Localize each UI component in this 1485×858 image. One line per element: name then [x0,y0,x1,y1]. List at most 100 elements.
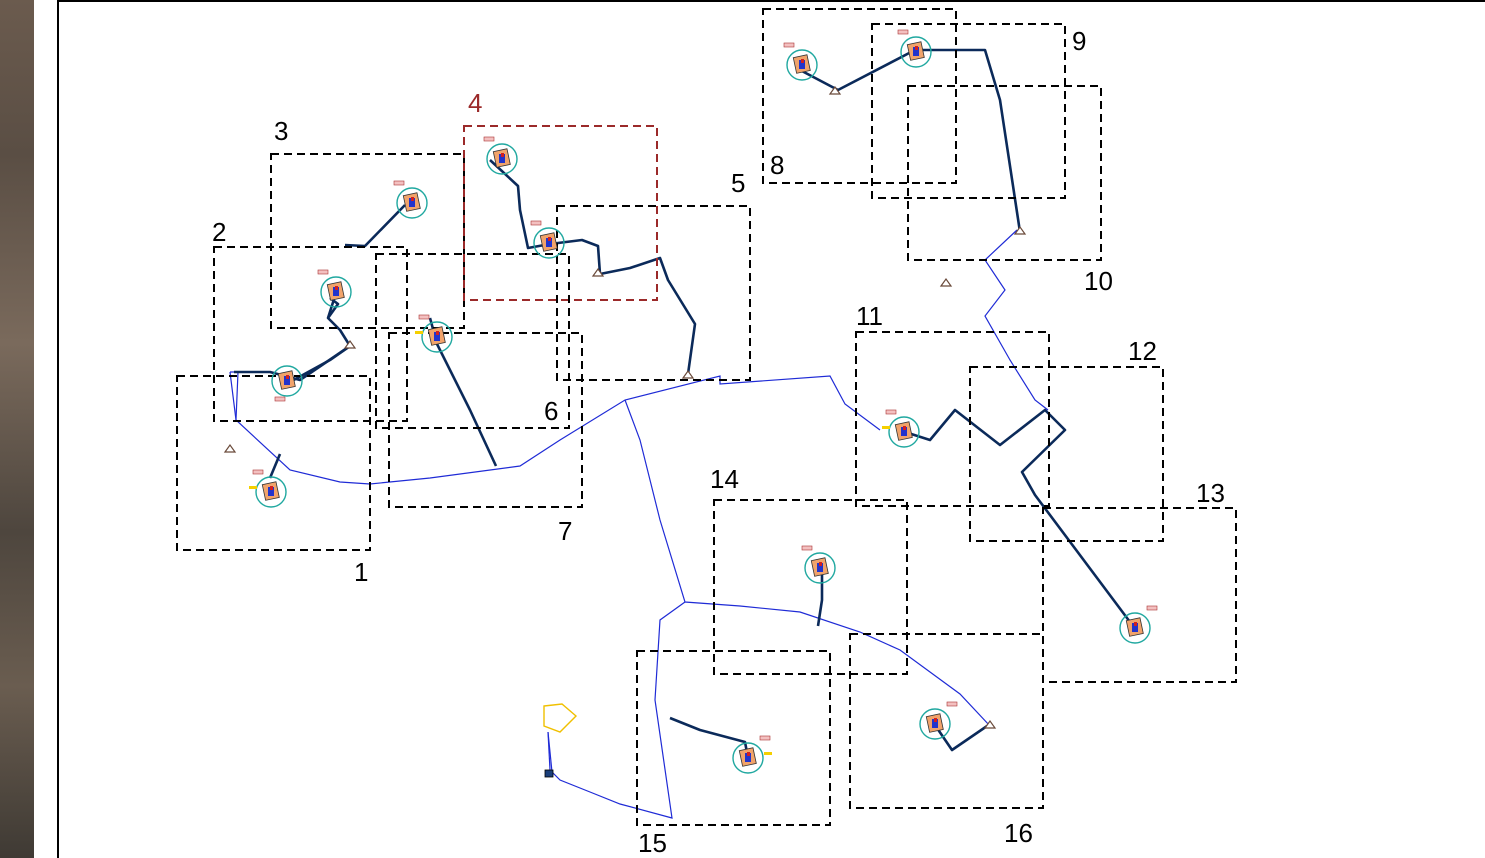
site-accent [415,331,423,334]
tile-box-1 [176,375,371,551]
site-tag [274,396,286,402]
site-3 [317,269,352,308]
site-mark [286,375,289,379]
route-end-marker-4 [343,339,357,349]
site-core [799,60,805,69]
route-end-marker-8 [828,85,842,95]
tile-label-8: 8 [770,150,784,180]
tile-label-11: 11 [856,301,883,331]
site-1 [249,469,287,508]
site-tag [483,136,495,142]
site-6 [530,220,565,259]
tile-label-14: 14 [710,464,739,494]
site-ring [320,276,352,308]
site-tag [393,180,405,186]
tile-box-3 [270,153,465,329]
site-mark [501,153,504,157]
site-core [434,332,440,341]
site-tag [317,269,329,275]
tile-boxes-layer [176,8,1237,826]
site-core [409,198,415,207]
site-ring [888,416,920,448]
site-core [546,238,552,247]
tile-label-7: 7 [558,516,572,546]
site-8 [783,42,818,81]
tile-box-6 [375,253,570,429]
site-mark [747,752,750,756]
tile-box-5 [556,205,751,381]
thick-route-4 [289,344,351,384]
site-tag [252,469,264,475]
tile-box-13 [1042,507,1237,683]
site-2 [271,365,303,402]
thick-route-14 [935,722,991,752]
site-tag [783,42,795,48]
site-accent [249,486,257,489]
tile-label-9: 9 [1072,26,1086,56]
thick-route-1 [268,453,282,479]
tile-box-15 [636,650,831,826]
route-end-marker-6 [223,443,237,453]
small-building [544,769,554,778]
thin-route-spur [547,731,551,771]
thin-route-2 [624,399,991,727]
site-mark [903,426,906,430]
site-core [932,719,938,728]
site-tag [801,545,813,551]
site-14 [919,701,958,740]
site-5 [483,136,518,175]
site-tag [530,220,542,226]
site-tag [759,735,771,741]
thin-route-layer [229,229,1049,819]
site-accent [882,426,890,429]
tile-box-7 [388,332,583,508]
tile-label-4: 4 [468,88,482,118]
site-10 [882,409,920,448]
site-mark [934,718,937,722]
tile-label-15: 15 [638,828,667,858]
site-9 [897,29,932,68]
site-ring [421,321,453,353]
tile-label-10: 10 [1084,266,1113,296]
site-ring [255,476,287,508]
site-4 [393,180,428,219]
tile-box-11 [855,331,1050,507]
site-core [284,376,290,385]
outline-shape [543,703,578,733]
tile-box-4 [463,125,658,301]
site-ring [900,36,932,68]
thick-route-6 [326,296,340,319]
left-image-strip [0,0,48,858]
route-end-marker-1 [939,277,953,287]
site-core [1132,623,1138,632]
thick-route-13 [669,716,750,759]
site-mark [436,331,439,335]
tile-box-10 [907,85,1102,261]
site-mark [411,197,414,201]
diagram-frame [57,0,1485,858]
route-end-marker-3 [681,369,695,379]
site-core [817,563,823,572]
route-end-marker-2 [1013,225,1027,235]
tile-label-2: 2 [212,217,226,247]
tile-label-13: 13 [1196,478,1225,508]
tile-label-3: 3 [274,116,288,146]
site-tag [418,314,430,320]
route-end-marker-7 [591,267,605,277]
site-tag [946,701,958,707]
site-ring [486,143,518,175]
tile-label-6: 6 [544,396,558,426]
site-mark [548,237,551,241]
route-end-marker-5 [983,719,997,729]
site-core [745,753,751,762]
tile-box-8 [762,8,957,184]
site-ring [804,552,836,584]
site-13 [732,735,772,774]
site-tag [897,29,909,35]
site-core [333,287,339,296]
site-mark [801,59,804,63]
site-ring [1119,612,1151,644]
site-mark [335,286,338,290]
tile-label-1: 1 [354,557,368,587]
